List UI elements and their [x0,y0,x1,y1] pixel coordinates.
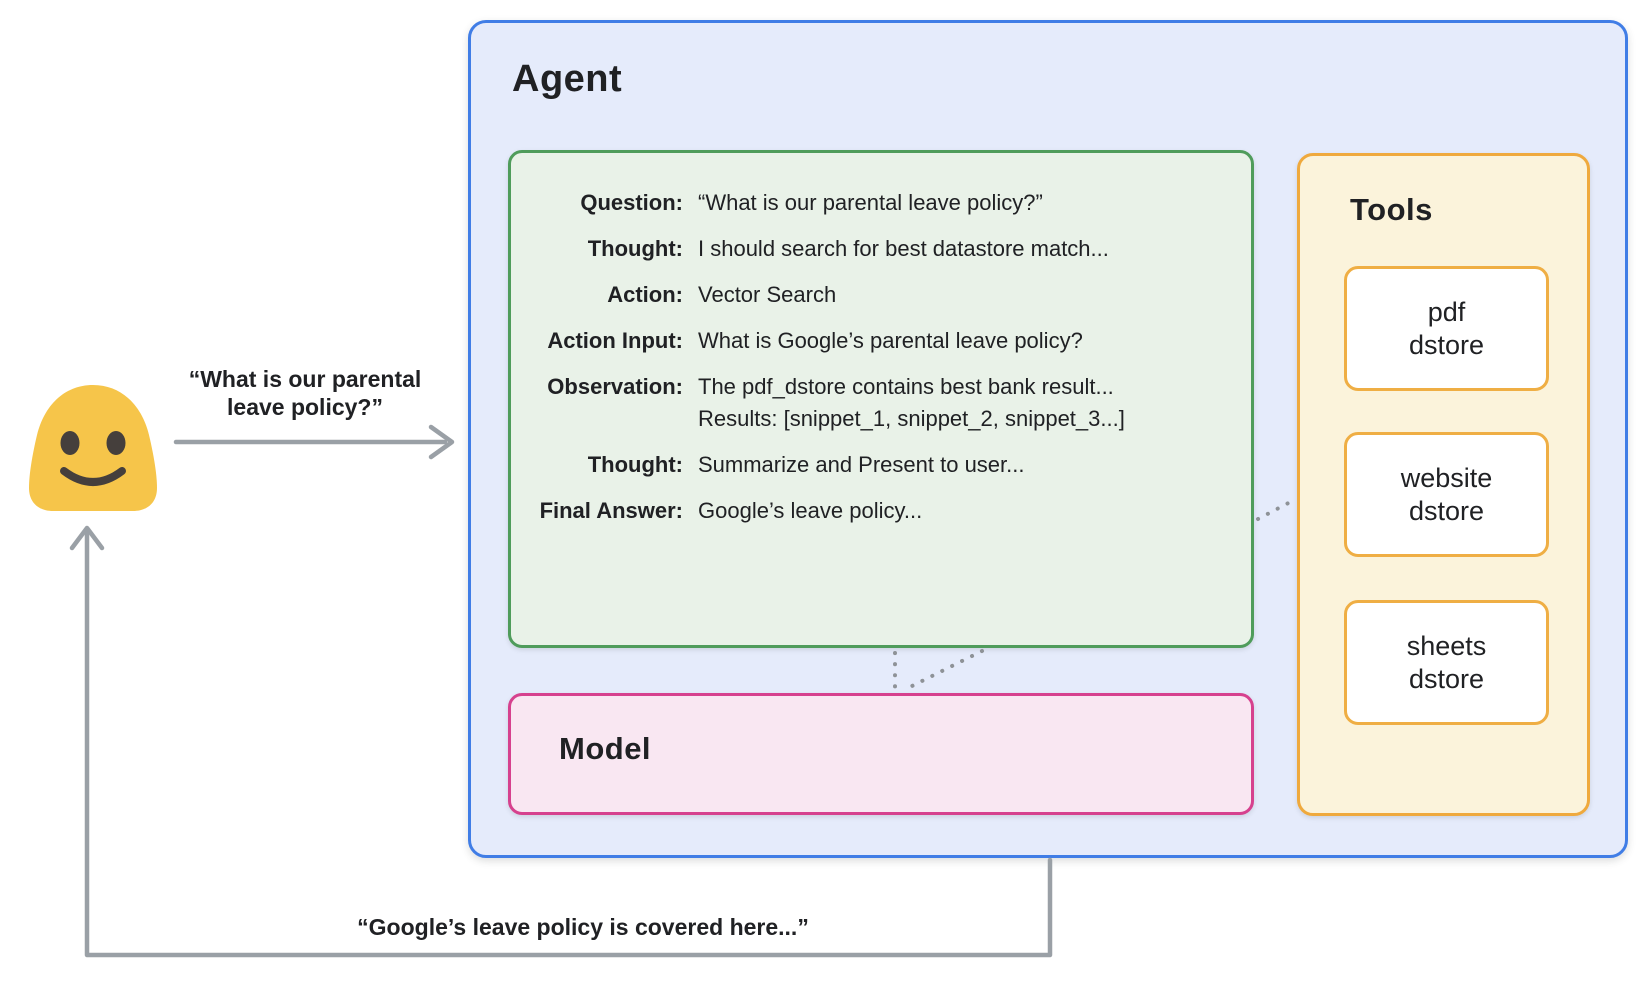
trace-row-thought-1: Thought: I should search for best datast… [511,233,1251,265]
user-emoji-icon [29,385,157,511]
agent-response-label: “Google’s leave policy is covered here..… [357,914,809,940]
trace-row-observation: Observation: The pdf_dstore contains bes… [511,371,1251,435]
trace-label: Action: [607,282,683,307]
trace-row-final-answer: Final Answer: Google’s leave policy... [511,495,1251,527]
trace-label: Final Answer: [539,498,683,523]
user-request-label: “What is our parental leave policy?” [188,366,422,420]
tool-card-website-dstore: website dstore [1344,432,1549,557]
trace-row-question: Question: “What is our parental leave po… [511,187,1251,219]
trace-value: The pdf_dstore contains best bank result… [698,374,1125,431]
trace-value: Google’s leave policy... [698,498,923,523]
request-arrow [173,424,455,460]
model-title: Model [559,731,652,766]
agent-trace-box: Question: “What is our parental leave po… [508,150,1254,648]
model-box: Model [508,693,1254,815]
tools-box: Tools pdf dstore website dstore sheets d… [1297,153,1590,816]
tool-card-sheets-dstore: sheets dstore [1344,600,1549,725]
trace-label: Observation: [547,374,683,399]
tool-card-pdf-dstore: pdf dstore [1344,266,1549,391]
trace-row-action: Action: Vector Search [511,279,1251,311]
trace-value: I should search for best datastore match… [698,236,1109,261]
trace-row-thought-2: Thought: Summarize and Present to user..… [511,449,1251,481]
trace-value: Summarize and Present to user... [698,452,1025,477]
trace-label: Thought: [587,452,683,477]
tools-title: Tools [1350,192,1433,227]
trace-value: “What is our parental leave policy?” [698,190,1043,215]
trace-label: Thought: [587,236,683,261]
trace-value: Vector Search [698,282,837,307]
trace-row-action-input: Action Input: What is Google’s parental … [511,325,1251,357]
trace-label: Question: [580,190,683,215]
agent-title: Agent [512,58,623,100]
trace-value: What is Google’s parental leave policy? [698,328,1083,353]
trace-label: Action Input: [547,328,683,353]
